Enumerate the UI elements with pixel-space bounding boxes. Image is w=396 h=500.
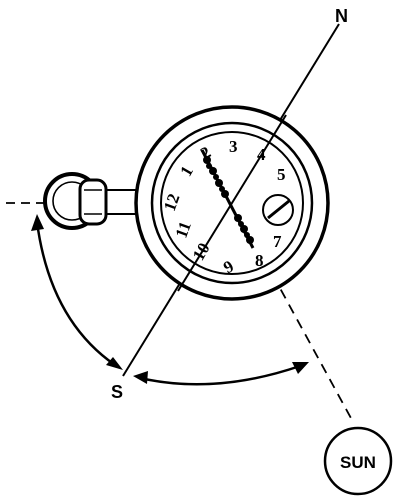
arc-right-arrowhead-left — [133, 371, 148, 384]
watch-crown-knob — [80, 180, 106, 224]
dial-numeral: 3 — [229, 137, 238, 156]
sun-label: SUN — [340, 453, 376, 472]
south-label: S — [111, 382, 123, 402]
angle-arc-left — [37, 222, 115, 365]
dial-numeral: 4 — [257, 145, 266, 164]
dial-numeral: 5 — [277, 165, 286, 184]
angle-arc-right — [140, 366, 300, 384]
north-label: N — [335, 6, 348, 26]
dial-numeral: 7 — [273, 232, 282, 251]
dial-numeral: 8 — [255, 251, 264, 270]
arc-left-arrowhead-top — [31, 214, 44, 231]
